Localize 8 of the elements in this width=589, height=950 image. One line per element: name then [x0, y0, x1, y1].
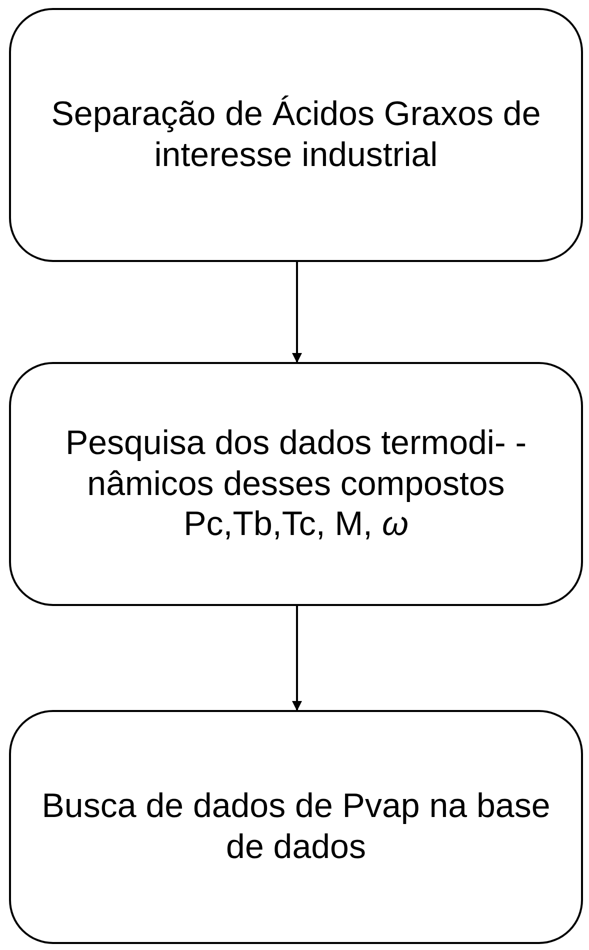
process-box	[9, 710, 583, 944]
arrow	[292, 606, 302, 711]
process-box	[9, 8, 583, 262]
box-text: Pc,Tb,Tc, M, ω	[184, 504, 408, 546]
process-box	[9, 362, 583, 606]
box-text: Busca de dados de Pvap na base de dados	[40, 786, 552, 868]
box-text: Separação de Ácidos Graxos de interesse industrial	[50, 94, 542, 176]
arrow	[292, 262, 302, 363]
